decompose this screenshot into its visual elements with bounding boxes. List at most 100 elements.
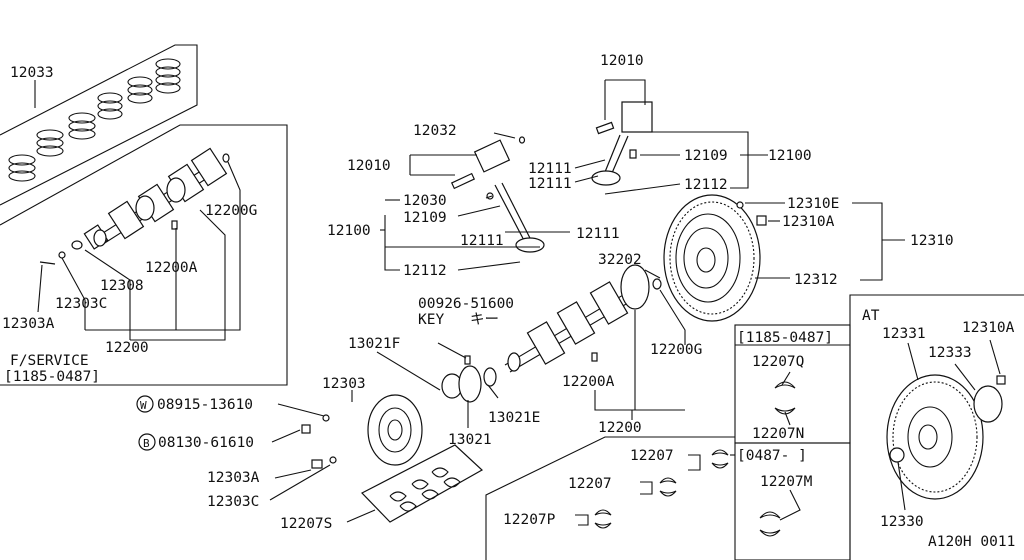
washer-12308-illustration [71, 240, 83, 250]
b-symbol-letter: B [143, 437, 150, 450]
label-12330: 12330 [880, 514, 924, 530]
connecting-rod-right-illustration [604, 134, 621, 173]
label-12112-right: 12112 [684, 177, 728, 193]
at-panel [849, 294, 1024, 560]
b-symbol [138, 433, 156, 451]
label-12207m: 12207M [760, 474, 813, 490]
sprocket-13021-illustration [458, 365, 482, 403]
pin-12310e-illustration [736, 201, 744, 209]
label-32202: 32202 [598, 252, 642, 268]
plug-12200g-left-illustration [222, 153, 230, 163]
label-12030: 12030 [403, 193, 447, 209]
plug-12200a-left-illustration [171, 220, 178, 230]
washer-12303c-left-illustration [58, 251, 66, 259]
label-12200-left: 12200 [105, 340, 149, 356]
washer-w-illustration [322, 414, 330, 422]
label-12200g-left: 12200G [205, 203, 257, 219]
bearing-12207m-illustration [759, 511, 781, 519]
flywheel-12312-illustration [663, 194, 761, 322]
bearing-12207q-illustration [774, 381, 796, 389]
label-12312: 12312 [794, 272, 838, 288]
washer-12303c-bottom-illustration [329, 456, 337, 464]
crankshaft-illustration-left [83, 147, 228, 250]
ring-set-panel [0, 44, 198, 206]
label-12111-a: 12111 [528, 161, 572, 177]
label-range-0487: [0487- ] [737, 448, 807, 464]
label-13021: 13021 [448, 432, 492, 448]
bolt-12303a-bottom-illustration [311, 459, 323, 469]
label-12100-left: 12100 [327, 223, 371, 239]
bolt-12303a-left-illustration [39, 261, 56, 265]
label-12111-c: 12111 [576, 226, 620, 242]
label-12111-d: 12111 [460, 233, 504, 249]
label-key: KEY [418, 312, 444, 328]
bolt-b-illustration [301, 424, 311, 434]
pin-12010-top-illustration [595, 121, 615, 135]
pulley-group [269, 342, 499, 501]
label-12200a-right: 12200A [562, 374, 615, 390]
label-fservice-range: [1185-0487] [4, 369, 100, 385]
bolt-12310a-top-illustration [756, 215, 767, 226]
connecting-rod-left-illustration [494, 184, 529, 249]
label-12303c-bottom: 12303C [207, 494, 259, 510]
label-12331: 12331 [882, 326, 926, 342]
snap-ring-12032-illustration [518, 136, 526, 144]
bearing-set-12207s [346, 444, 484, 523]
washer-13021e-illustration [483, 367, 497, 387]
label-12310a-top: 12310A [782, 214, 835, 230]
label-key-jp: キー [470, 312, 499, 328]
label-12333: 12333 [928, 345, 972, 361]
bearing-12207b-illustration [659, 477, 677, 484]
label-12310: 12310 [910, 233, 954, 249]
label-12207p: 12207P [503, 512, 556, 528]
part-labels: 12033 12200G 12200A 12308 12303C 12303A … [2, 53, 1015, 550]
label-diagram-code: A120H 0011 [928, 534, 1015, 550]
piston-group-right [574, 79, 768, 195]
label-12207: 12207 [630, 448, 674, 464]
label-12308: 12308 [100, 278, 144, 294]
crankshaft-center [504, 264, 686, 420]
bolt-12310a-at-illustration [996, 375, 1006, 385]
bearing-12207n-illustration [774, 407, 796, 415]
key-illustration [464, 355, 471, 365]
bearing-boxes [575, 324, 851, 560]
drive-plate-12331-illustration [886, 374, 984, 500]
bearing-12207-illustration [711, 449, 729, 456]
label-13021f: 13021F [348, 336, 400, 352]
label-08130-61610: 08130-61610 [158, 435, 254, 451]
bolt-12109-right-illustration [629, 149, 637, 159]
label-12033: 12033 [10, 65, 54, 81]
w-symbol [136, 395, 154, 413]
label-00926-51600: 00926-51600 [418, 296, 514, 312]
label-12303a-bottom: 12303A [207, 470, 260, 486]
label-range-1185: [1185-0487] [737, 330, 833, 346]
label-12207s: 12207S [280, 516, 332, 532]
label-12010-top: 12010 [600, 53, 644, 69]
label-13021e: 13021E [488, 410, 540, 426]
pulley-12303-illustration [367, 394, 423, 466]
label-12310e: 12310E [787, 196, 839, 212]
label-12100-right: 12100 [768, 148, 812, 164]
piston-pin-illustration [450, 172, 476, 190]
piston-group-left [380, 132, 570, 271]
label-12310a-at: 12310A [962, 320, 1015, 336]
label-12111-b: 12111 [528, 176, 572, 192]
piston-12010-left-illustration [473, 139, 511, 173]
fservice-crank-panel [0, 124, 288, 386]
label-12109-left: 12109 [403, 210, 447, 226]
label-12200-right: 12200 [598, 420, 642, 436]
plug-12200a-right-illustration [591, 352, 598, 362]
label-12109-right: 12109 [684, 148, 728, 164]
plug-12200g-right-illustration [652, 278, 662, 290]
label-12303c-left: 12303C [55, 296, 107, 312]
label-fservice: F/SERVICE [10, 353, 89, 369]
label-12303a-left: 12303A [2, 316, 55, 332]
adapter-12330-illustration [889, 447, 905, 463]
label-12207-b: 12207 [568, 476, 612, 492]
w-symbol-letter: W [140, 399, 147, 412]
label-12207n: 12207N [752, 426, 804, 442]
label-12200a-left: 12200A [145, 260, 198, 276]
piston-rings-illustration [8, 58, 181, 182]
